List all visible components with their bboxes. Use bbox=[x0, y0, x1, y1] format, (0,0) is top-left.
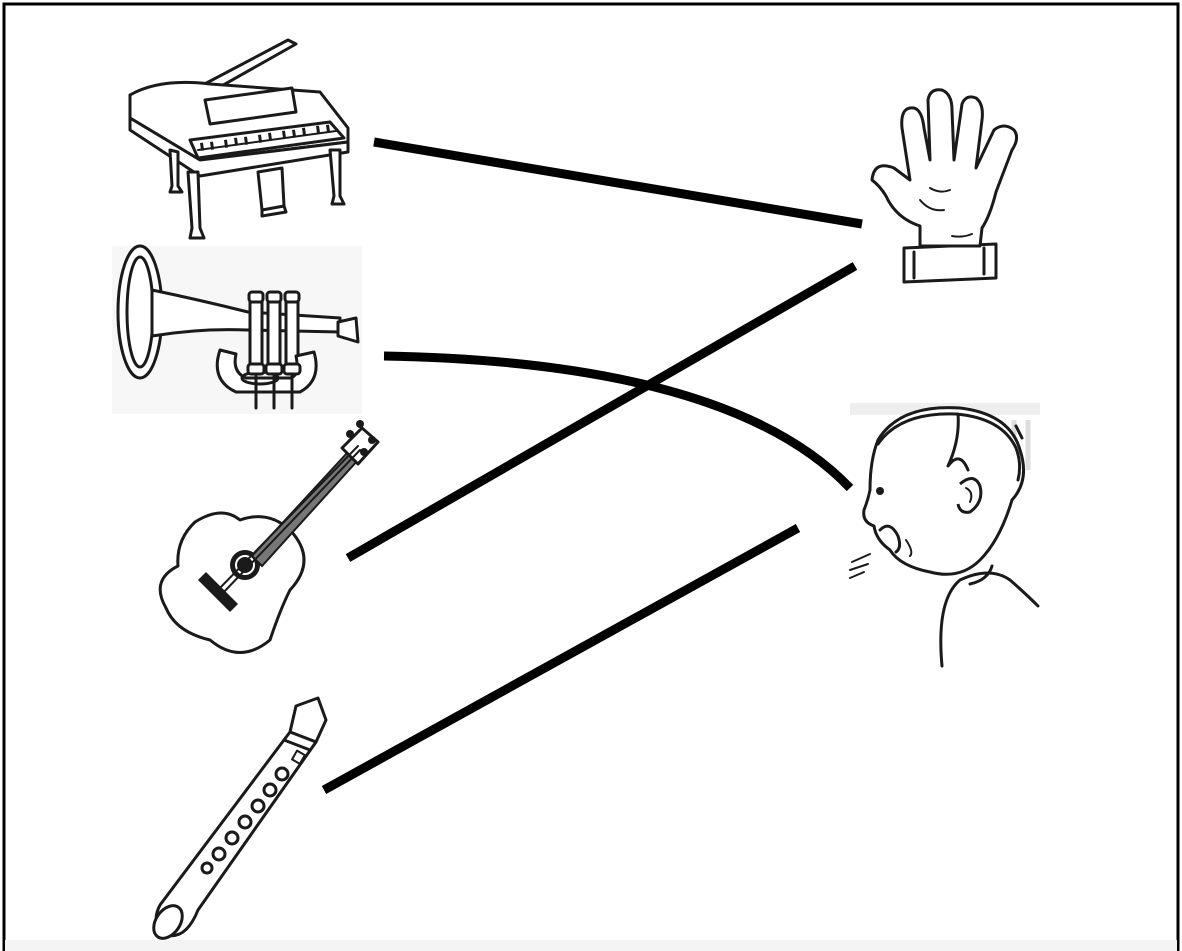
piano-icon bbox=[128, 38, 350, 240]
match-line-guitar-hand bbox=[345, 262, 858, 562]
match-line-piano-hand bbox=[373, 137, 863, 229]
hand-icon bbox=[870, 88, 1019, 284]
guitar-icon bbox=[158, 420, 380, 654]
boy-blowing-icon bbox=[849, 403, 1040, 668]
recorder-flute-icon bbox=[152, 696, 328, 940]
match-lines bbox=[321, 137, 863, 794]
match-line-flute-boy bbox=[321, 524, 801, 794]
match-line-trumpet-boy bbox=[383, 351, 854, 492]
trumpet-icon bbox=[112, 244, 362, 414]
footer-band bbox=[5, 940, 1177, 951]
